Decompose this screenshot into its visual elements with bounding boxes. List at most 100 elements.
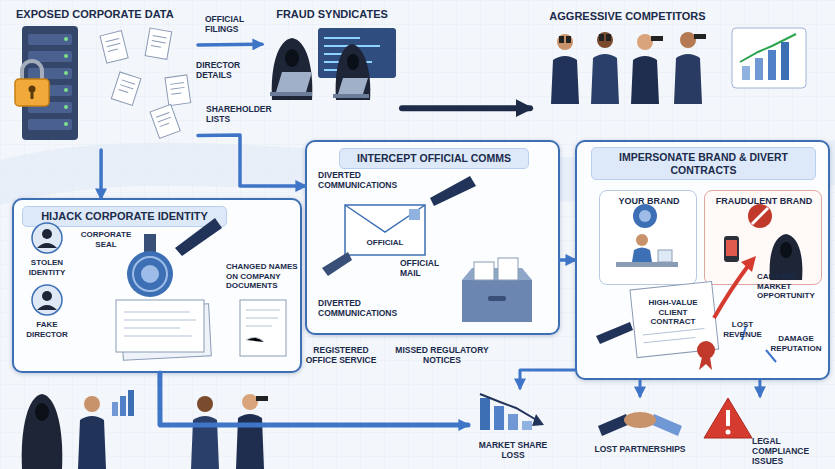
businessman-figure [637, 34, 653, 50]
hooded-figure [347, 54, 359, 70]
server-icon [28, 68, 72, 79]
capture-arrow [741, 256, 756, 272]
your-brand-scene [658, 250, 672, 262]
flow-arrow [639, 380, 642, 396]
handshake-icon [624, 412, 656, 428]
your-brand-scene [639, 210, 651, 222]
callout-label: LOST REVENUE [720, 320, 765, 339]
your-brand-scene [616, 204, 678, 267]
your-brand-scene [632, 248, 652, 263]
callout-label: FAKE DIRECTOR [20, 320, 74, 339]
growth-chart [732, 28, 806, 88]
panel-heading: IMPERSONATE BRAND & DIVERT CONTRACTS [591, 147, 816, 180]
market-loss-icon [480, 394, 540, 422]
envelope-icon [345, 205, 425, 232]
corporate-seal [127, 218, 222, 297]
contract-document [596, 281, 719, 370]
handshake-icon [650, 414, 682, 436]
laptop-icon [333, 94, 369, 98]
lurking-figures [120, 396, 126, 416]
node-title: YOUR BRAND [600, 196, 698, 207]
businessman-figure [631, 56, 659, 104]
flying-documents [145, 28, 172, 59]
document-stack [246, 310, 280, 342]
identity-avatar [37, 243, 57, 248]
padlock-icon [31, 90, 34, 99]
flying-documents [100, 28, 191, 138]
server-icon [28, 85, 72, 96]
fraudulent-brand-scene [748, 204, 772, 228]
node-title: LOST PARTNERSHIPS [590, 444, 690, 454]
identity-avatar [42, 291, 52, 301]
callout-label: CHANGED NAMES ON COMPANY DOCUMENTS [226, 262, 302, 291]
warning-triangle [704, 398, 752, 438]
filing-box [474, 262, 494, 280]
market-loss-icon [522, 421, 532, 430]
market-loss-icon [480, 394, 544, 430]
fraudulent-brand-scene [780, 242, 792, 258]
growth-chart [755, 58, 763, 80]
identity-avatar [32, 223, 62, 253]
growth-chart [768, 50, 776, 80]
envelope-icon [322, 176, 476, 276]
flow-arrow [402, 105, 530, 111]
growth-chart [742, 66, 750, 80]
flow-arrow [198, 135, 305, 186]
padlock-icon [29, 86, 36, 93]
impact-item: MARKET SHARE LOSS [468, 388, 558, 462]
lurking-figures [22, 394, 63, 469]
identity-avatar [37, 305, 57, 310]
document-stack [121, 304, 212, 361]
panel-heading: HIJACK CORPORATE IDENTITY [22, 206, 227, 227]
filing-box [462, 280, 532, 322]
flying-documents [165, 75, 191, 106]
contract-document [643, 328, 705, 342]
handshake-icon [598, 412, 682, 436]
lurking-figures [78, 416, 106, 469]
hacker-screens [318, 28, 396, 78]
your-brand-scene [616, 262, 678, 267]
businessman-figure [674, 54, 702, 104]
lurking-figures [84, 396, 100, 412]
contract-document [630, 281, 719, 357]
hooded-figure [336, 44, 371, 100]
identity-avatar [32, 285, 62, 315]
your-brand-scene [633, 204, 657, 228]
identity-avatar [42, 229, 52, 239]
tactic-panel: HIJACK CORPORATE IDENTITY [12, 198, 302, 373]
market-loss-icon [480, 398, 490, 430]
businessman-figure [551, 56, 579, 104]
warning-triangle [726, 430, 731, 435]
node-title: FRAUD SYNDICATES [262, 8, 402, 21]
lurking-figures [236, 414, 264, 469]
businessman-figure [606, 34, 611, 41]
fraudulent-brand-scene [726, 240, 737, 256]
flying-documents [111, 72, 141, 105]
callout-label: STOLEN IDENTITY [20, 258, 74, 277]
server-icon [64, 122, 68, 126]
impact-arrows [766, 350, 776, 362]
callout-label: MISSED REGULATORY NOTICES [392, 345, 492, 365]
lurking-figures [256, 396, 268, 401]
businessman-figure [694, 34, 706, 39]
hooded-figure [285, 49, 299, 67]
flying-documents [150, 104, 180, 138]
server-icon [22, 26, 78, 140]
corporate-seal [127, 251, 173, 297]
flying-documents [151, 36, 167, 48]
server-icon [28, 102, 72, 113]
node-title: FRAUDULENT BRAND [705, 196, 823, 207]
callout-label: DIVERTED COMMUNICATIONS [318, 170, 398, 190]
callout-label: DIRECTOR DETAILS [196, 60, 258, 80]
envelope-icon [409, 209, 420, 220]
server-icon [28, 119, 72, 130]
lurking-figures [35, 403, 49, 421]
node-title: LEGAL COMPLIANCE ISSUES [752, 436, 824, 467]
callout-label: CAPTURE MARKET OPPORTUNITY [757, 272, 823, 301]
corporate-seal [144, 234, 156, 252]
impact-item: LOST PARTNERSHIPS [590, 396, 690, 462]
hacker-screens [324, 38, 380, 70]
tactic-panel: INTERCEPT OFFICIAL COMMS [305, 140, 560, 335]
